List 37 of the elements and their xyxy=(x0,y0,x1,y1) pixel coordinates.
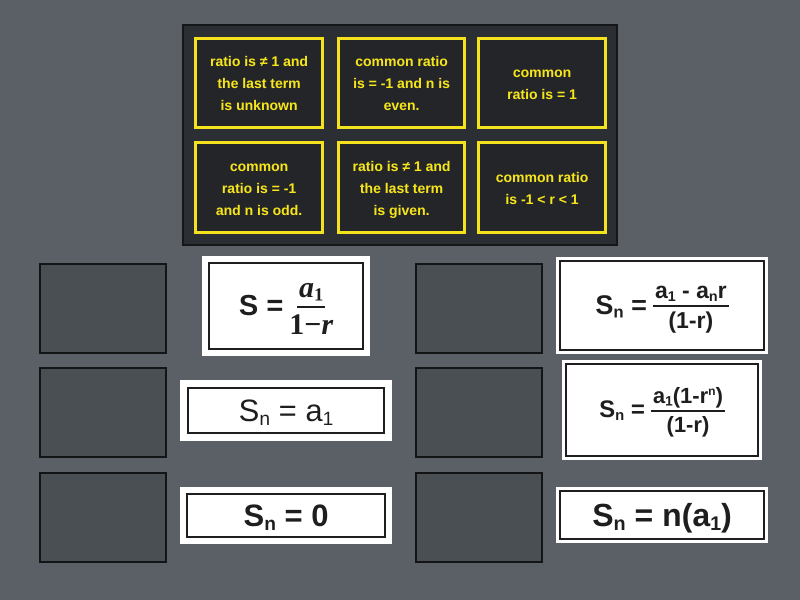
answer-text: common ratio is -1 < r < 1 xyxy=(494,168,590,208)
numerator-text: a$_{1}$ - a$_{n}$r xyxy=(652,277,729,307)
drop-zone xyxy=(39,367,167,458)
formula-text: S$_{n}$ = 0 xyxy=(244,498,328,534)
drop-zone xyxy=(415,472,543,563)
answer-tile xyxy=(194,141,324,234)
drop-zone xyxy=(39,472,167,563)
answer-text: common ratio is = 1 xyxy=(506,63,578,104)
formula-text: S$_{n}$ = xyxy=(595,290,647,321)
formula-card xyxy=(180,380,392,441)
numerator-text: a$_{1}$(1-r$^{n}$) xyxy=(650,382,725,412)
formula-card xyxy=(556,487,768,543)
drop-zone xyxy=(39,263,167,354)
answer-tile xyxy=(337,141,466,234)
formula-text: S = xyxy=(238,290,284,322)
answer-text: ratio is ≠ 1 and the last term is unknown xyxy=(210,52,308,115)
formula-card xyxy=(562,360,762,460)
answer-text: ratio is ≠ 1 and the last term is given. xyxy=(352,156,450,220)
card-tray xyxy=(182,24,618,246)
answer-text: common ratio is = -1 and n is odd. xyxy=(215,156,303,220)
denominator-text: (1-r) xyxy=(666,412,710,438)
formula-text: S$_{n}$ = a$_{1}$ xyxy=(238,392,334,428)
drop-zone xyxy=(415,263,543,354)
denominator-text: (1-r) xyxy=(668,307,714,334)
formula-text: S$_{n}$ = xyxy=(599,396,645,424)
answer-text: common ratio is = -1 and n is even. xyxy=(352,52,451,115)
answer-tile xyxy=(477,141,607,234)
formula-card xyxy=(202,256,370,356)
denominator-text: 1−r xyxy=(289,308,334,342)
drop-zone xyxy=(415,367,543,458)
answer-tile xyxy=(194,37,324,129)
formula-text: S$_{n}$ = n(a$_{1}$) xyxy=(592,496,732,534)
numerator-text: a$_{1}$ xyxy=(297,270,326,308)
formula-card xyxy=(180,487,392,544)
answer-tile xyxy=(477,37,607,129)
formula-card xyxy=(556,257,768,354)
answer-tile xyxy=(337,37,466,129)
